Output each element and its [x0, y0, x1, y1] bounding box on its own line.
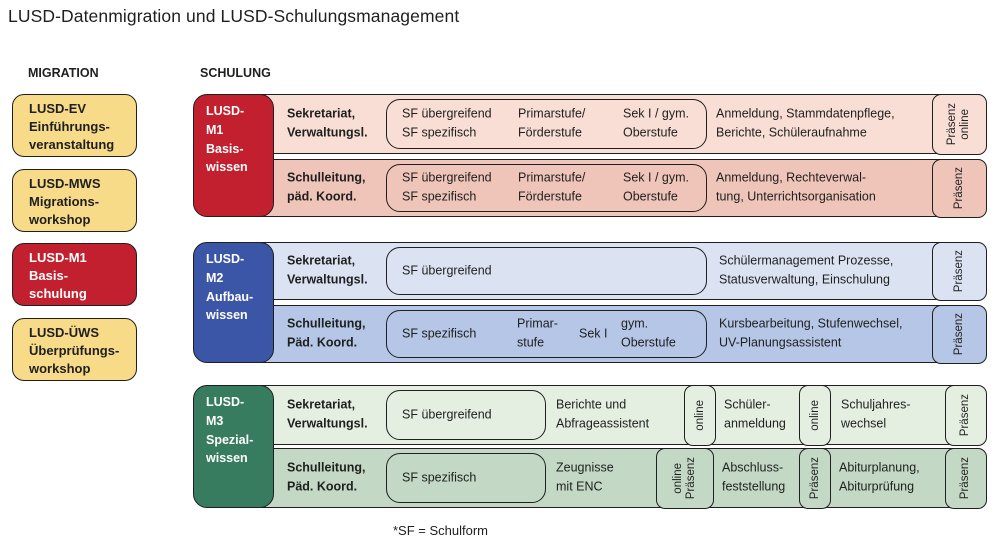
topic-text: Berichte und Abfrageassistent — [556, 397, 650, 431]
schulform-col: Primarstufe/ Förderstufe — [518, 106, 586, 140]
mode-box-praesenz-online: Präsenz online — [931, 93, 987, 155]
schulform-box: SF spezifisch — [386, 453, 546, 503]
schulform-col: Primar- stufe — [517, 316, 558, 350]
topic-text: Schülermanagement Prozesse, Statusverwal… — [719, 253, 894, 287]
role-label: Sekretariat, Verwaltungsl. — [287, 106, 368, 140]
mode-label: Präsenz — [685, 456, 697, 500]
mode-label: Präsenz — [959, 393, 972, 437]
schulform-box: SF spezifisch Primar- stufe Sek I gym. O… — [386, 310, 707, 358]
mode-box-praesenz: Präsenz — [931, 158, 987, 218]
role-label: Schulleitung, Päd. Koord. — [287, 460, 366, 494]
schulform-col: gym. Oberstufe — [621, 316, 676, 350]
topic-text: Anmeldung, Rechteverwal- tung, Unterrich… — [716, 170, 876, 204]
group-label-m3-spezialwissen: LUSD- M3 Spezial- wissen — [193, 385, 274, 508]
mode-label: Präsenz — [952, 312, 965, 356]
schulform-col: Sek I / gym. Oberstufe — [623, 170, 689, 204]
m3-row-sekretariat: Sekretariat, Verwaltungsl. SF übergreife… — [200, 384, 987, 446]
schulform-col: Primarstufe/ Förderstufe — [518, 170, 586, 204]
role-label: Schulleitung, päd. Koord. — [287, 170, 366, 204]
schulform-col: Sek I — [579, 326, 608, 341]
mode-label: online — [808, 399, 821, 431]
schulform-col: SF übergreifend — [402, 407, 492, 422]
migration-box-lusd-ev: LUSD-EV Einführungs- veranstaltung — [12, 94, 137, 157]
topic-text: Schuljahres- wechsel — [841, 397, 911, 431]
mode-label: Präsenz — [959, 456, 972, 500]
mode-box-praesenz: Präsenz — [944, 447, 987, 509]
mode-label: online — [672, 462, 685, 494]
schulform-col: SF übergreifend SF spezifisch — [402, 106, 492, 140]
schulform-col: SF übergreifend — [402, 263, 492, 278]
mode-box-praesenz: Präsenz — [799, 447, 831, 509]
m3-row-schulleitung: Schulleitung, Päd. Koord. SF spezifisch … — [200, 447, 987, 509]
page-title: LUSD-Datenmigration und LUSD-Schulungsma… — [8, 6, 460, 26]
mode-box-online: online — [684, 384, 716, 446]
migration-column-header: MIGRATION — [28, 66, 99, 80]
group-label-m2-aufbauwissen: LUSD- M2 Aufbau- wissen — [193, 242, 274, 363]
group-label-m1-basiswissen: LUSD- M1 Basis- wissen — [193, 94, 274, 217]
topic-text: Anmeldung, Stammdatenpflege, Berichte, S… — [716, 106, 895, 140]
topic-text: Zeugnisse mit ENC — [556, 460, 614, 494]
mode-box-online-praesenz: online Präsenz — [656, 447, 714, 509]
schulform-box: SF übergreifend SF spezifisch Primarstuf… — [386, 99, 707, 149]
schulform-footnote: *SF = Schulform — [393, 523, 489, 538]
migration-box-lusd-m1: LUSD-M1 Basis- schulung — [12, 243, 137, 306]
schulform-box: SF übergreifend SF spezifisch Primarstuf… — [386, 164, 707, 212]
mode-label: Präsenz — [946, 102, 959, 146]
topic-text: Abschluss- feststellung — [722, 460, 786, 494]
topic-text: Abiturplanung, Abiturprüfung — [839, 460, 920, 494]
mode-label: online — [693, 399, 706, 431]
migration-box-lusd-mws: LUSD-MWS Migrations- workshop — [12, 169, 137, 232]
topic-text: Schüler- anmeldung — [724, 397, 786, 431]
mode-box-online: online — [799, 384, 831, 446]
schulform-col: SF spezifisch — [402, 326, 477, 341]
topic-text: Kursbearbeitung, Stufenwechsel, UV-Planu… — [719, 316, 903, 350]
mode-box-praesenz: Präsenz — [931, 304, 987, 364]
mode-box-praesenz: Präsenz — [944, 384, 987, 446]
schulform-col: Sek I / gym. Oberstufe — [623, 106, 689, 140]
mode-label: Präsenz — [808, 456, 821, 500]
mode-label: Präsenz — [952, 166, 965, 210]
migration-box-lusd-uews: LUSD-ÜWS Überprüfungs- workshop — [12, 318, 137, 381]
schulform-col: SF spezifisch — [402, 470, 477, 485]
m2-row-sekretariat: Sekretariat, Verwaltungsl. SF übergreife… — [200, 241, 987, 301]
schulform-box: SF übergreifend — [386, 247, 707, 295]
schulform-col: SF übergreifend SF spezifisch — [402, 170, 492, 204]
mode-label: Präsenz — [952, 249, 965, 293]
m1-row-schulleitung: Schulleitung, päd. Koord. SF übergreifen… — [200, 158, 987, 218]
mode-box-praesenz: Präsenz — [931, 241, 987, 301]
mode-label: online — [959, 108, 971, 140]
m1-row-sekretariat: Sekretariat, Verwaltungsl. SF übergreife… — [200, 93, 987, 155]
role-label: Sekretariat, Verwaltungsl. — [287, 253, 368, 287]
role-label: Schulleitung, Päd. Koord. — [287, 316, 366, 350]
schulung-column-header: SCHULUNG — [200, 66, 271, 80]
m2-row-schulleitung: Schulleitung, Päd. Koord. SF spezifisch … — [200, 304, 987, 364]
role-label: Sekretariat, Verwaltungsl. — [287, 397, 368, 431]
schulform-box: SF übergreifend — [386, 390, 546, 440]
